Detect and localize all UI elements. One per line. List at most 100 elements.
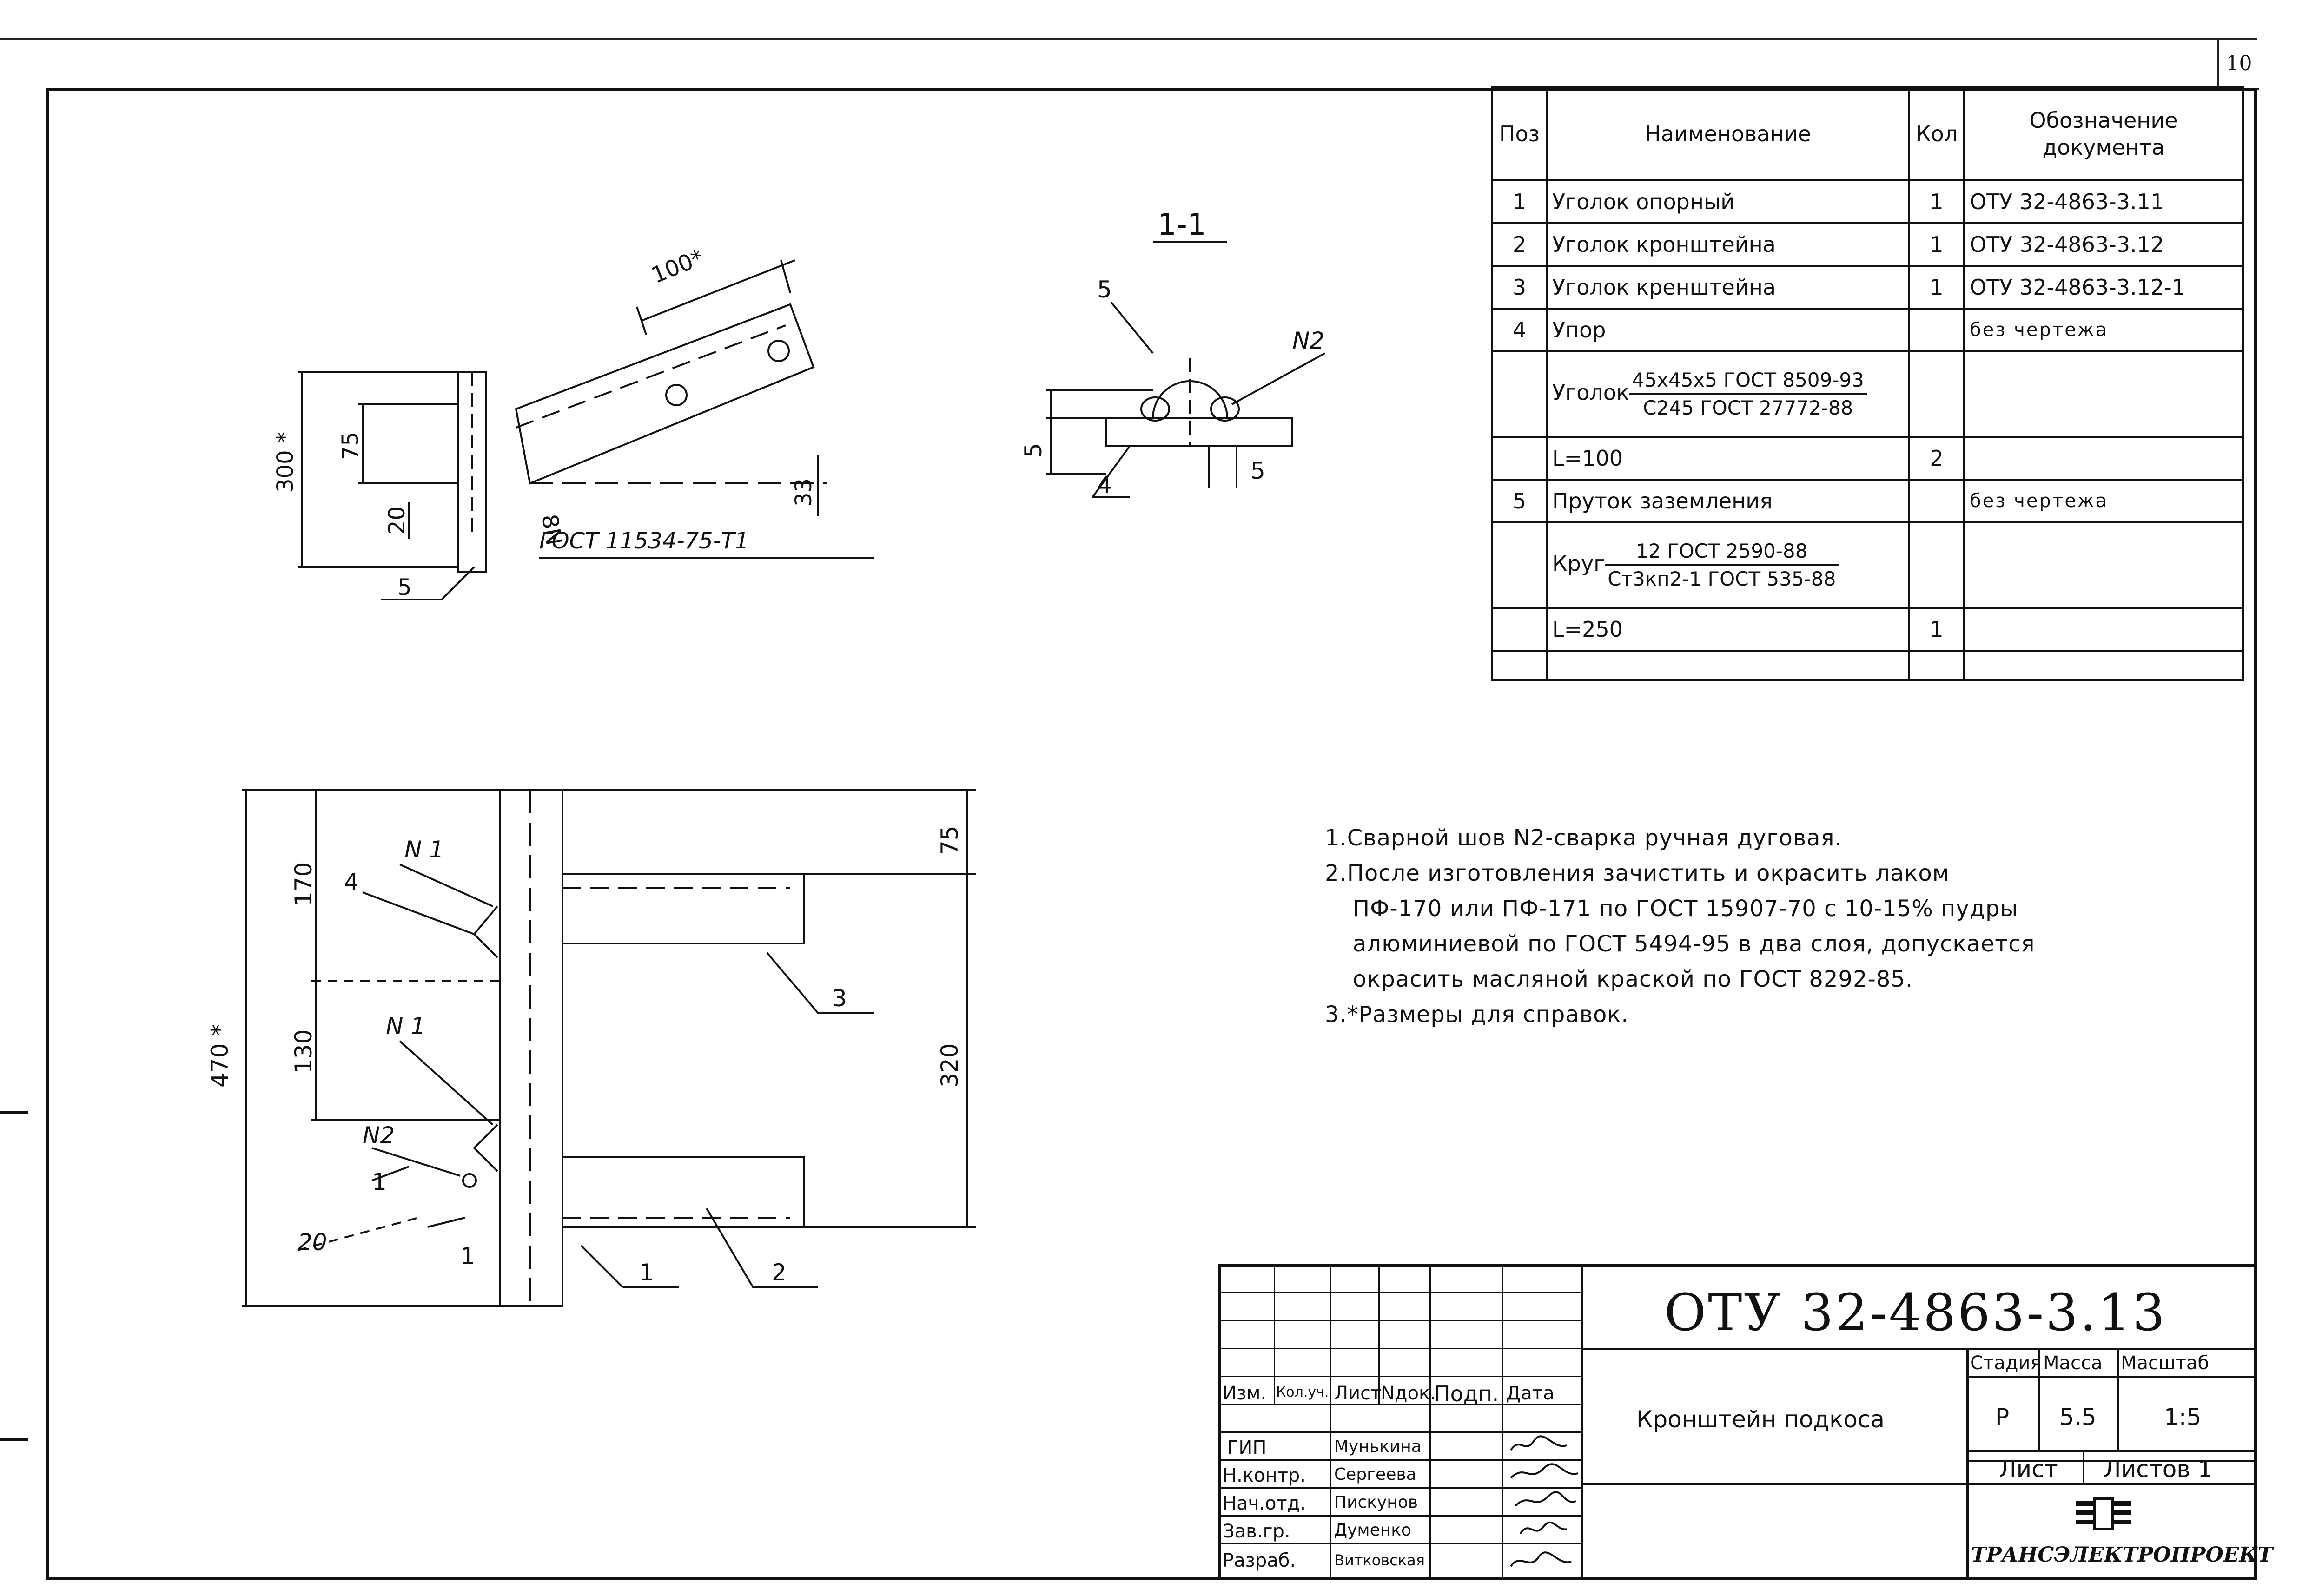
weld-bead [1210,396,1240,422]
tb-row-line [1218,1320,1581,1321]
org-name: ТРАНСЭЛЕКТРОПРОЕКТ [1971,1543,2273,1567]
leader-line [441,566,475,600]
title-block: Изм. Кол.уч. Лист Nдок. Подп. Дата ГИП М… [1218,1264,2273,1580]
scale-value: 1:5 [2164,1404,2202,1431]
document-code: ОТУ 32-4863-3.13 [1664,1283,2167,1342]
tb-row-line [1218,1376,1581,1377]
cell-qty [1908,350,1965,438]
section-mark: 1 [372,1168,387,1195]
note-line: 1.Сварной шов N2-сварка ручная дуговая. [1325,825,1842,851]
table-row: 3 Уголок кренштейна 1 ОТУ 32-4863-3.12-1 [1491,265,2244,310]
stop-angle [473,1124,498,1172]
leader-line [580,1245,624,1288]
cell-pos [1491,436,1548,481]
cell-name: Уголок кронштейна [1546,222,1910,267]
table-row: 4 Упор без чертежа [1491,308,2244,352]
fraction-numerator: 12 ГОСТ 2590-88 [1605,538,1839,566]
table-row [1491,650,2244,681]
leader-line [362,891,475,935]
dim-label: 100* [648,244,708,289]
tb-divider [1581,1264,1583,1580]
sheets-label: Листов 1 [2104,1456,2213,1483]
ground-rod-section [1151,380,1229,419]
extension-line [780,260,791,293]
tb-row-line [1218,1487,1581,1489]
mass-value: 5.5 [2059,1404,2097,1431]
inclined-bracket [515,303,815,485]
leader-line [399,864,493,907]
tb-divider [2083,1450,2084,1483]
margin-mark [0,1111,28,1114]
drawing-title: Кронштейн подкоса [1636,1406,1885,1433]
hidden-line [516,324,786,429]
cell-doc: ОТУ 32-4863-3.12 [1963,222,2244,267]
plan-view-labels: 170 130 470 * 75 320 N 1 N 1 N2 4 3 1 2 … [206,825,963,1286]
leader-line [766,952,819,1014]
cell-doc [1963,607,2244,652]
dim-label: 20 [384,506,410,534]
tb-row-line [1218,1292,1581,1293]
tb-col-line [1378,1264,1380,1404]
cell-name [1546,650,1910,681]
signatures [1510,1435,1579,1567]
cell-doc [1963,350,2244,438]
cell-doc [1963,521,2244,609]
base-plate [1105,417,1293,447]
bracket-angle-2 [562,1156,805,1228]
section-labels: 1-1 5 N2 5 5 4 [1020,208,1324,498]
note-line: окрасить масляной краской по ГОСТ 8292-8… [1353,966,1913,992]
header-doc: Обозначение документа [1963,86,2244,181]
bracket-angle-3 [562,873,805,944]
tb-divider [2038,1348,2040,1450]
weld-label: N2 [1292,327,1324,354]
tb-border [1218,1264,1221,1580]
cell-pos: 2 [1491,222,1548,267]
tb-divider [1581,1483,2257,1485]
bolt-hole [665,384,688,406]
cell-pos [1491,650,1548,681]
dim-label: 20 [298,1229,327,1256]
sheet-label: Лист [1999,1456,2058,1483]
section-mark: 1 [460,1243,475,1270]
tb-divider [1581,1348,2257,1350]
sheet-top-line [0,38,2257,40]
tb-divider [1966,1450,2257,1452]
cell-doc: без чертежа [1963,479,2244,523]
section-view [1046,241,1325,498]
position-label: 5 [1097,276,1112,303]
cell-qty [1908,521,1965,609]
signature [1515,1491,1576,1507]
cell-pos: 1 [1491,179,1548,224]
signature [1510,1463,1579,1479]
technical-notes: 1.Сварной шов N2-сварка ручная дуговая. … [1325,820,2035,1032]
staff-role: ГИП [1227,1437,1267,1458]
position-label: 1 [639,1259,654,1286]
org-logo [2076,1497,2131,1530]
stage-value: Р [1995,1404,2010,1431]
cell-qty [1908,650,1965,681]
plan-view [242,789,976,1307]
cell-name: Упор [1546,308,1910,352]
table-row: L=250 1 [1491,607,2244,652]
change-header: Изм. [1223,1383,1267,1404]
side-view [298,259,874,600]
cell-name: Уголок опорный [1546,179,1910,224]
staff-role: Н.контр. [1223,1465,1306,1486]
tb-col-line [1429,1264,1431,1580]
tb-divider [1966,1348,1969,1580]
tb-divider [2117,1348,2119,1450]
staff-name: Думенко [1334,1521,1412,1540]
weld-label: N 1 [386,1013,425,1040]
position-label: 5 [397,574,412,600]
cell-qty: 2 [1908,436,1965,481]
cell-pos [1491,521,1548,609]
dimension-line [641,259,795,322]
table-row: 2 Уголок кронштейна 1 ОТУ 32-4863-3.12 [1491,222,2244,267]
signature [1510,1435,1567,1451]
